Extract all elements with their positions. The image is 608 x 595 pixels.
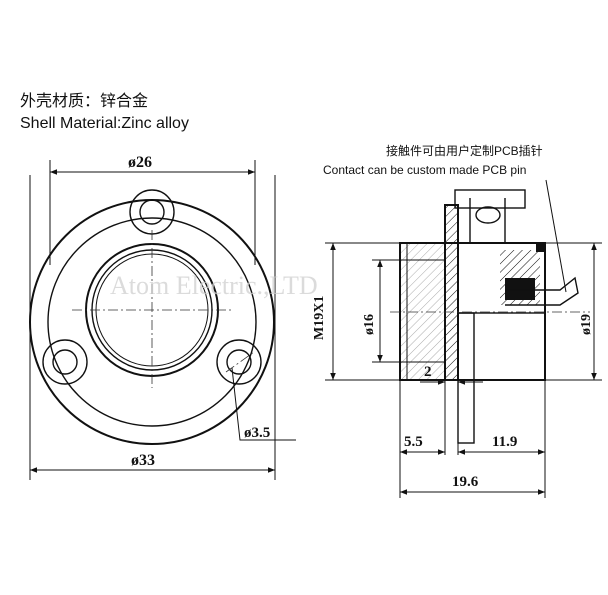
inner-dim-label: ø16 bbox=[362, 314, 377, 335]
mount-hole-top bbox=[139, 199, 165, 225]
flange-hatch bbox=[445, 205, 458, 380]
hole-centerline bbox=[225, 351, 255, 373]
flange-dim-label: 2 bbox=[424, 364, 432, 380]
screw-head bbox=[454, 189, 526, 209]
side-view: M19X1 ø16 ø19 bbox=[312, 179, 602, 498]
insert-outline bbox=[457, 242, 546, 314]
hole-dim-label: ø3.5 bbox=[244, 425, 270, 441]
contact-block bbox=[505, 278, 535, 300]
thread-dim-label: M19X1 bbox=[312, 296, 327, 340]
front-depth-dim-label: 5.5 bbox=[404, 434, 423, 450]
front-view: ø26 ø3.5 ø33 bbox=[29, 154, 296, 480]
seal-mark bbox=[536, 244, 544, 252]
mount-lobe-right bbox=[216, 339, 262, 385]
outer-dim-label: ø19 bbox=[579, 314, 594, 335]
mount-lobe-top bbox=[129, 189, 175, 235]
mount-hole-right bbox=[226, 349, 252, 375]
total-length-dim-label: 19.6 bbox=[452, 474, 479, 490]
front-width-dim-label: ø26 bbox=[128, 154, 152, 171]
flange-inner-circle bbox=[47, 217, 257, 427]
hole-leader-line bbox=[231, 367, 296, 441]
mount-hole-left bbox=[52, 349, 78, 375]
watermark-text: Atom Electric.,LTD bbox=[110, 271, 318, 300]
screw-nut bbox=[475, 206, 501, 224]
contact-note-cn: 接触件可由用户定制PCB插针 bbox=[386, 143, 543, 158]
front-outer-dim-label: ø33 bbox=[131, 452, 155, 469]
contact-note-en: Contact can be custom made PCB pin bbox=[323, 163, 526, 177]
material-cn-label: 外壳材质：锌合金 bbox=[20, 92, 148, 110]
pcb-pin bbox=[505, 276, 579, 306]
contact-leader-line bbox=[545, 179, 567, 293]
rear-depth-dim-label: 11.9 bbox=[492, 434, 517, 450]
material-en-label: Shell Material:Zinc alloy bbox=[20, 115, 189, 132]
mount-lobe-left bbox=[42, 339, 88, 385]
rear-tail bbox=[457, 312, 475, 444]
